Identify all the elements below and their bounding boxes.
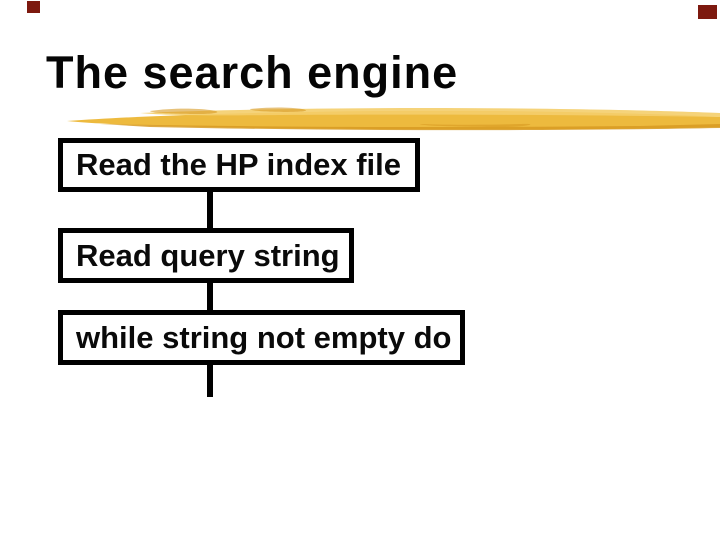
flow-step-read-index: Read the HP index file [58, 138, 420, 192]
corner-mark-top-right [698, 5, 717, 19]
brush-stroke-shadow [100, 124, 720, 131]
flow-step-label: Read query string [76, 237, 340, 273]
slide-title: The search engine [46, 47, 459, 98]
flow-connector-1 [207, 190, 213, 232]
flow-connector-2 [207, 281, 213, 315]
flow-step-label: Read the HP index file [76, 147, 402, 182]
brush-stroke-main [67, 110, 720, 130]
brush-stroke-underline [67, 107, 720, 131]
corner-mark-top-left [27, 1, 40, 13]
brush-stroke-dabs [150, 107, 531, 127]
flow-step-while-loop: while string not empty do [58, 310, 465, 365]
flow-step-read-query: Read query string [58, 228, 354, 283]
flow-connector-3 [207, 363, 213, 397]
flow-step-label: while string not empty do [76, 319, 452, 355]
